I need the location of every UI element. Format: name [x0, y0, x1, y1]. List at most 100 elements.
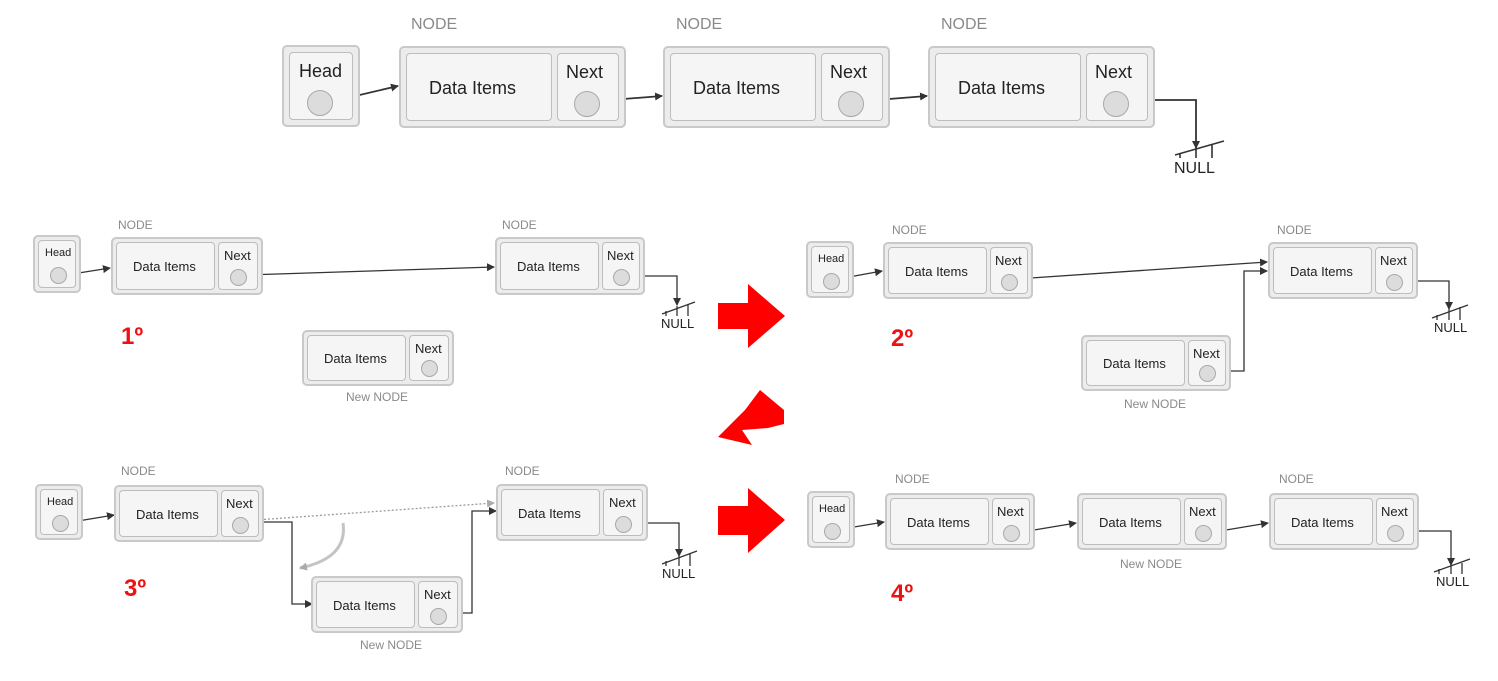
data-cell: Data Items — [406, 53, 552, 121]
next-label: Next — [1193, 346, 1220, 361]
step2-links — [837, 258, 1469, 372]
node-box: Data Items Next — [928, 46, 1155, 128]
null-label: NULL — [1174, 160, 1215, 177]
data-cell: Data Items — [1082, 498, 1181, 545]
data-cell: Data Items — [307, 335, 406, 381]
next-label: Next — [1381, 504, 1408, 519]
next-label: Next — [995, 253, 1022, 268]
next-cell: Next — [1376, 498, 1414, 545]
red-arrow-1-to-2 — [718, 284, 785, 348]
head-cell: Head — [811, 246, 849, 293]
next-cell: Next — [1375, 247, 1413, 294]
data-label: Data Items — [517, 259, 580, 274]
data-cell: Data Items — [890, 498, 989, 545]
pointer-icon — [824, 523, 841, 540]
head-label: Head — [47, 496, 74, 508]
node-box: Data Items Next — [885, 493, 1035, 550]
next-label: Next — [566, 62, 604, 82]
next-label: Next — [609, 495, 636, 510]
pointer-icon — [1103, 91, 1129, 117]
new-node-label: New NODE — [1124, 397, 1187, 411]
step-number: 3º — [124, 575, 147, 602]
next-label: Next — [997, 504, 1024, 519]
next-cell: Next — [1086, 53, 1148, 121]
head-label: Head — [45, 247, 72, 259]
null-label: NULL — [661, 316, 695, 331]
data-label: Data Items — [136, 507, 199, 522]
new-node-box: Data Items Next — [302, 330, 454, 386]
data-cell: Data Items — [116, 242, 215, 290]
data-label: Data Items — [1103, 356, 1166, 371]
new-node-box: Data Items Next — [311, 576, 463, 633]
next-label: Next — [1380, 253, 1407, 268]
pointer-icon — [421, 360, 438, 377]
data-cell: Data Items — [500, 242, 599, 290]
new-node-label: New NODE — [346, 390, 409, 404]
head-box: Head — [807, 491, 855, 548]
next-cell: Next — [990, 247, 1028, 294]
head-box: Head — [806, 241, 854, 298]
node-box: Data Items Next — [1269, 493, 1419, 550]
next-cell: Next — [603, 489, 643, 536]
next-cell: Next — [992, 498, 1030, 545]
pointer-icon — [50, 267, 67, 284]
red-arrow-2-to-3 — [718, 390, 784, 445]
data-cell: Data Items — [888, 247, 987, 294]
node-label: NODE — [892, 223, 927, 237]
data-cell: Data Items — [316, 581, 415, 628]
node-box: Data Items Next — [496, 484, 648, 541]
red-arrow-3-to-4 — [718, 488, 785, 553]
data-label: Data Items — [1099, 515, 1162, 530]
step1-links — [65, 263, 696, 316]
node-box: Data Items Next — [883, 242, 1033, 299]
next-cell: Next — [557, 53, 619, 121]
pointer-icon — [1001, 274, 1018, 291]
new-node-label: New NODE — [360, 638, 423, 652]
data-label: Data Items — [1290, 264, 1353, 279]
next-label: Next — [830, 62, 868, 82]
new-node-box: Data Items Next — [1081, 335, 1231, 391]
next-cell: Next — [1188, 340, 1226, 386]
step-number: 1º — [121, 323, 144, 350]
head-label: Head — [818, 253, 845, 265]
node-box: Data Items Next — [663, 46, 890, 128]
pointer-icon — [1195, 525, 1212, 542]
data-label: Data Items — [429, 78, 517, 98]
node-label: NODE — [676, 16, 723, 33]
data-label: Data Items — [518, 506, 581, 521]
data-cell: Data Items — [1273, 247, 1372, 294]
node-label: NODE — [1279, 472, 1314, 486]
data-label: Data Items — [958, 78, 1046, 98]
pointer-icon — [307, 90, 333, 116]
node-label: NODE — [121, 464, 156, 478]
redirect-curve-arrow — [299, 522, 345, 571]
pointer-icon — [52, 515, 69, 532]
data-label: Data Items — [133, 259, 196, 274]
null-label: NULL — [662, 566, 696, 581]
old-link-dotted — [255, 499, 495, 521]
pointer-icon — [232, 517, 249, 534]
node-label: NODE — [502, 218, 537, 232]
head-cell: Head — [812, 496, 850, 543]
pointer-icon — [1386, 274, 1403, 291]
node-box: Data Items Next — [1268, 242, 1418, 299]
next-cell: Next — [1184, 498, 1222, 545]
data-label: Data Items — [333, 598, 396, 613]
data-cell: Data Items — [1274, 498, 1373, 545]
node-label: NODE — [118, 218, 153, 232]
head-box: Head — [282, 45, 360, 127]
new-node-box: Data Items Next — [1077, 493, 1227, 550]
node-box: Data Items Next — [111, 237, 263, 295]
next-label: Next — [224, 248, 251, 263]
data-cell: Data Items — [670, 53, 816, 121]
pointer-icon — [823, 273, 840, 290]
node-box: Data Items Next — [114, 485, 264, 542]
head-box: Head — [33, 235, 81, 293]
head-cell: Head — [38, 240, 76, 288]
data-cell: Data Items — [1086, 340, 1185, 386]
next-cell: Next — [409, 335, 449, 381]
next-label: Next — [226, 496, 253, 511]
data-cell: Data Items — [935, 53, 1081, 121]
next-cell: Next — [418, 581, 458, 628]
node-label: NODE — [411, 16, 458, 33]
